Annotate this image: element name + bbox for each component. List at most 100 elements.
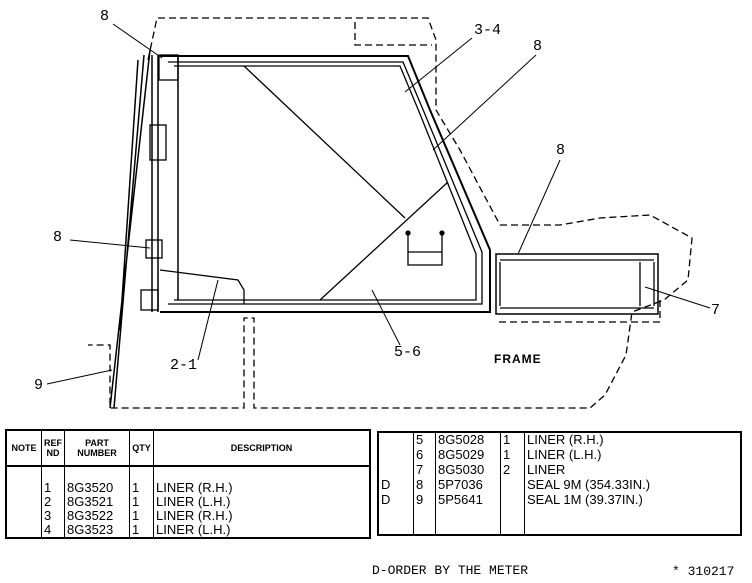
roof-panel <box>354 22 432 46</box>
callout-3-4: 3-4 <box>474 22 502 39</box>
row-note <box>377 463 414 478</box>
row-note <box>5 481 42 495</box>
row-note: D <box>377 478 414 493</box>
row-description: LINER (R.H.) <box>524 432 742 448</box>
parts-table-left: NOTE REF ND PART NUMBER QTY DESCRIPTION … <box>5 429 371 539</box>
row-description: SEAL 1M (39.37IN.) <box>524 493 742 508</box>
leader-8-right <box>517 159 561 255</box>
row-ref: 5 <box>413 432 436 448</box>
row-description: LINER (L.H.) <box>153 523 371 538</box>
leader-3-4 <box>404 37 473 93</box>
brace-lower <box>319 181 449 301</box>
hinge-bottom <box>140 289 159 311</box>
row-note <box>5 495 42 509</box>
table-row: 2 8G3521 1 LINER (L.H.) <box>5 495 371 509</box>
row-description: LINER (L.H.) <box>153 495 371 509</box>
row-description: LINER (L.H.) <box>524 448 742 463</box>
leader-8-left <box>69 239 151 249</box>
header-description: DESCRIPTION <box>153 430 371 467</box>
row-part-number: 8G5029 <box>435 448 501 463</box>
row-part-number: 8G3522 <box>64 509 130 523</box>
leader-8-top-left <box>112 23 163 59</box>
callout-8-top-right: 8 <box>533 38 543 55</box>
leader-2-1 <box>197 279 219 361</box>
row-part-number: 8G3521 <box>64 495 130 509</box>
hinge-low <box>145 239 163 259</box>
row-description: LINER <box>524 463 742 478</box>
row-description: LINER (R.H.) <box>153 509 371 523</box>
header-note: NOTE <box>5 430 42 467</box>
frame-channel <box>495 253 659 315</box>
row-part-number: 8G5030 <box>435 463 501 478</box>
row-qty: 1 <box>129 481 154 495</box>
row-qty <box>500 478 525 493</box>
table-row: 7 8G5030 2 LINER <box>377 463 742 478</box>
table-header-row: NOTE REF ND PART NUMBER QTY DESCRIPTION <box>5 430 371 467</box>
window-liner-outer <box>160 55 491 313</box>
row-ref: 8 <box>413 478 436 493</box>
callout-8-top-left: 8 <box>100 8 110 25</box>
header-qty: QTY <box>129 430 154 467</box>
row-qty: 1 <box>129 509 154 523</box>
row-description: LINER (R.H.) <box>153 481 371 495</box>
row-part-number: 5P7036 <box>435 478 501 493</box>
window-liner-inner <box>168 61 483 305</box>
liner-bracket <box>159 269 245 304</box>
row-ref: 3 <box>41 509 65 523</box>
leader-9 <box>46 369 113 385</box>
footer-note: D-ORDER BY THE METER <box>372 563 529 578</box>
parts-table-right: 5 8G5028 1 LINER (R.H.) 6 8G5029 1 LINER… <box>377 431 742 536</box>
row-qty: 2 <box>500 463 525 478</box>
table-row: 5 8G5028 1 LINER (R.H.) <box>377 432 742 448</box>
header-part-number: PART NUMBER <box>64 430 130 467</box>
cab-outline-dashed <box>88 17 693 409</box>
cab-liner-illustration <box>46 17 711 409</box>
leader-5-6 <box>371 289 401 346</box>
table-row: 1 8G3520 1 LINER (R.H.) <box>5 481 371 495</box>
row-note <box>5 509 42 523</box>
table-row: 3 8G3522 1 LINER (R.H.) <box>5 509 371 523</box>
row-note <box>5 523 42 538</box>
callout-8-right: 8 <box>556 142 566 159</box>
illustration-number: * 310217 <box>672 564 735 579</box>
hinge-top <box>158 54 179 81</box>
callout-2-1: 2-1 <box>170 357 198 374</box>
door-post <box>151 55 179 312</box>
row-qty: 1 <box>129 523 154 538</box>
row-ref: 1 <box>41 481 65 495</box>
callout-5-6: 5-6 <box>394 344 422 361</box>
row-part-number: 8G5028 <box>435 432 501 448</box>
row-ref: 2 <box>41 495 65 509</box>
callout-7: 7 <box>711 302 721 319</box>
row-qty <box>500 493 525 508</box>
brace-upper <box>243 65 406 219</box>
header-ref-no: REF ND <box>41 430 65 467</box>
frame-label: FRAME <box>494 352 542 366</box>
row-part-number: 8G3523 <box>64 523 130 538</box>
row-note <box>377 432 414 448</box>
row-ref: 9 <box>413 493 436 508</box>
row-description: SEAL 9M (354.33IN.) <box>524 478 742 493</box>
table-row: D 8 5P7036 SEAL 9M (354.33IN.) <box>377 478 742 493</box>
row-qty: 1 <box>129 495 154 509</box>
row-part-number: 8G3520 <box>64 481 130 495</box>
callout-9: 9 <box>34 377 44 394</box>
hinge-mid <box>149 124 167 161</box>
table-row: 4 8G3523 1 LINER (L.H.) <box>5 523 371 538</box>
row-ref: 6 <box>413 448 436 463</box>
table-row: D 9 5P5641 SEAL 1M (39.37IN.) <box>377 493 742 508</box>
hanger <box>407 232 443 266</box>
leader-8-top-right <box>432 54 537 151</box>
frame-outline <box>496 300 661 323</box>
row-ref: 4 <box>41 523 65 538</box>
row-part-number: 5P5641 <box>435 493 501 508</box>
row-qty: 1 <box>500 448 525 463</box>
row-note <box>377 448 414 463</box>
row-note: D <box>377 493 414 508</box>
callout-8-left: 8 <box>53 229 63 246</box>
row-qty: 1 <box>500 432 525 448</box>
seal-strip <box>109 49 151 409</box>
table-row: 6 8G5029 1 LINER (L.H.) <box>377 448 742 463</box>
row-ref: 7 <box>413 463 436 478</box>
leader-7 <box>644 286 711 309</box>
